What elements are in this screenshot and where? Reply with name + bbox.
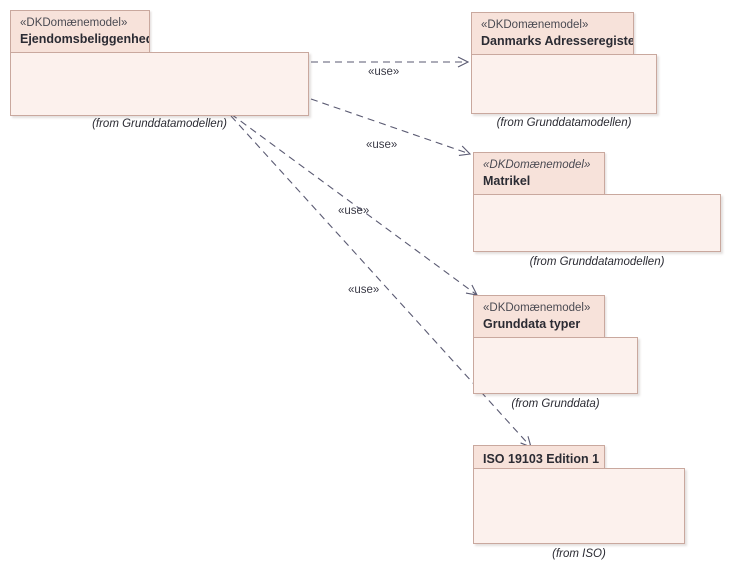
- edge-label-use-grunddata-typer: «use»: [338, 205, 370, 217]
- package-stereotype: «DKDomænemodel»: [483, 302, 591, 314]
- package-stereotype: «DKDomænemodel»: [483, 159, 591, 171]
- package-caption-ejendomsbeliggenhed: (from Grunddatamodellen): [92, 118, 227, 130]
- package-body-ejendomsbeliggenhed[interactable]: [10, 52, 309, 116]
- package-caption-danmarks-adresseregister: (from Grunddatamodellen): [496, 117, 632, 129]
- package-caption-iso-19103: (from ISO): [552, 548, 606, 560]
- package-header-matrikel[interactable]: «DKDomænemodel» Matrikel: [473, 152, 605, 195]
- package-body-grunddata-typer[interactable]: [473, 337, 638, 394]
- package-body-matrikel[interactable]: [473, 194, 721, 252]
- package-body-iso-19103[interactable]: [473, 468, 685, 544]
- package-header-iso-19103[interactable]: ISO 19103 Edition 1: [473, 445, 605, 469]
- package-caption-matrikel: (from Grunddatamodellen): [529, 256, 665, 268]
- package-header-grunddata-typer[interactable]: «DKDomænemodel» Grunddata typer: [473, 295, 605, 338]
- package-header-ejendomsbeliggenhed[interactable]: «DKDomænemodel» Ejendomsbeliggenhed: [10, 10, 150, 53]
- package-name: Danmarks Adresseregister: [481, 34, 634, 48]
- edge-label-use-dar: «use»: [368, 66, 400, 78]
- package-name: Ejendomsbeliggenhed: [20, 32, 150, 46]
- package-name: Matrikel: [483, 174, 531, 188]
- package-stereotype: «DKDomænemodel»: [481, 19, 589, 31]
- package-caption-grunddata-typer: (from Grunddata): [511, 398, 600, 410]
- edge-label-use-iso: «use»: [348, 284, 380, 296]
- edge-label-use-matrikel: «use»: [366, 139, 398, 151]
- package-header-danmarks-adresseregister[interactable]: «DKDomænemodel» Danmarks Adresseregister: [471, 12, 634, 55]
- package-stereotype: «DKDomænemodel»: [20, 17, 128, 29]
- package-name: ISO 19103 Edition 1: [483, 452, 600, 466]
- package-body-danmarks-adresseregister[interactable]: [471, 54, 657, 114]
- package-name: Grunddata typer: [483, 317, 581, 331]
